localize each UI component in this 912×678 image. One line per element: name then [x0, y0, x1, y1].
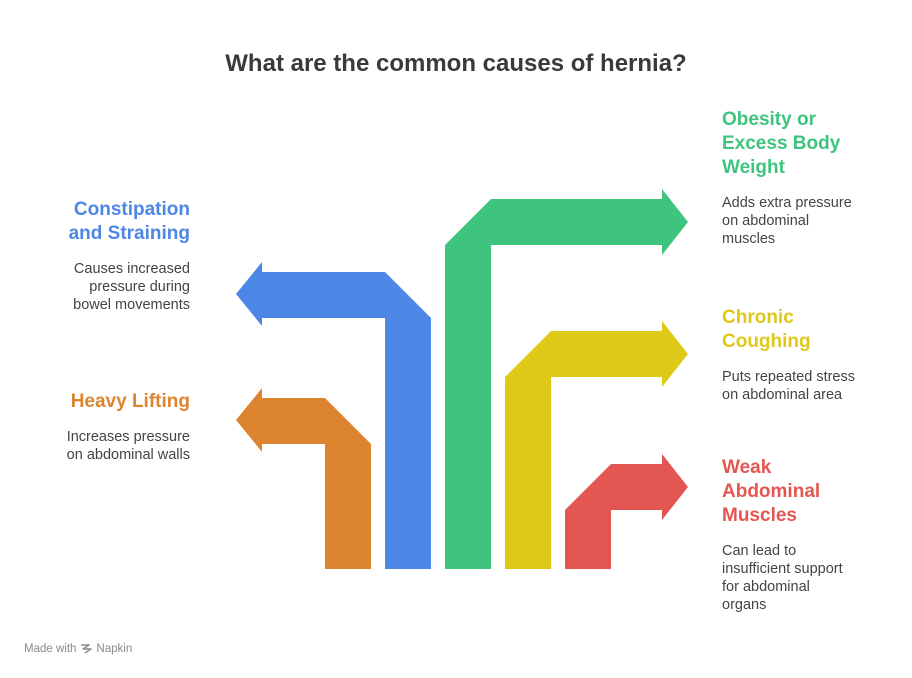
cause-heading: Obesity or Excess Body Weight: [722, 109, 841, 178]
coughing-arrow: [505, 321, 688, 569]
heavy-lifting-arrow: [236, 388, 371, 569]
cause-coughing: Chronic Coughing Puts repeated stress on…: [722, 306, 892, 404]
weak-muscles-arrow: [565, 454, 688, 569]
footer-attribution[interactable]: Made with Napkin: [24, 643, 132, 655]
napkin-brand-label: Napkin: [96, 643, 133, 655]
cause-heading: Constipation and Straining: [68, 199, 190, 244]
cause-obesity: Obesity or Excess Body Weight Adds extra…: [722, 108, 892, 248]
cause-constipation: Constipation and Straining Causes increa…: [20, 198, 190, 314]
cause-heading: Chronic Coughing: [722, 307, 811, 352]
cause-heading: Weak Abdominal Muscles: [722, 457, 821, 526]
napkin-logo-icon: [81, 644, 93, 654]
cause-heavy-lifting: Heavy Lifting Increases pressure on abdo…: [20, 390, 190, 464]
cause-description: Adds extra pressure on abdominal muscles: [722, 195, 852, 247]
cause-description: Can lead to insufficient support for abd…: [722, 543, 843, 613]
constipation-arrow: [236, 262, 431, 569]
cause-description: Puts repeated stress on abdominal area: [722, 369, 855, 403]
page-title: What are the common causes of hernia?: [225, 50, 687, 77]
cause-description: Causes increased pressure during bowel m…: [73, 261, 190, 313]
cause-heading: Heavy Lifting: [70, 391, 190, 412]
cause-description: Increases pressure on abdominal walls: [66, 429, 190, 463]
cause-weak-muscles: Weak Abdominal Muscles Can lead to insuf…: [722, 456, 892, 614]
made-with-label: Made with: [24, 643, 77, 655]
obesity-arrow: [445, 189, 688, 569]
